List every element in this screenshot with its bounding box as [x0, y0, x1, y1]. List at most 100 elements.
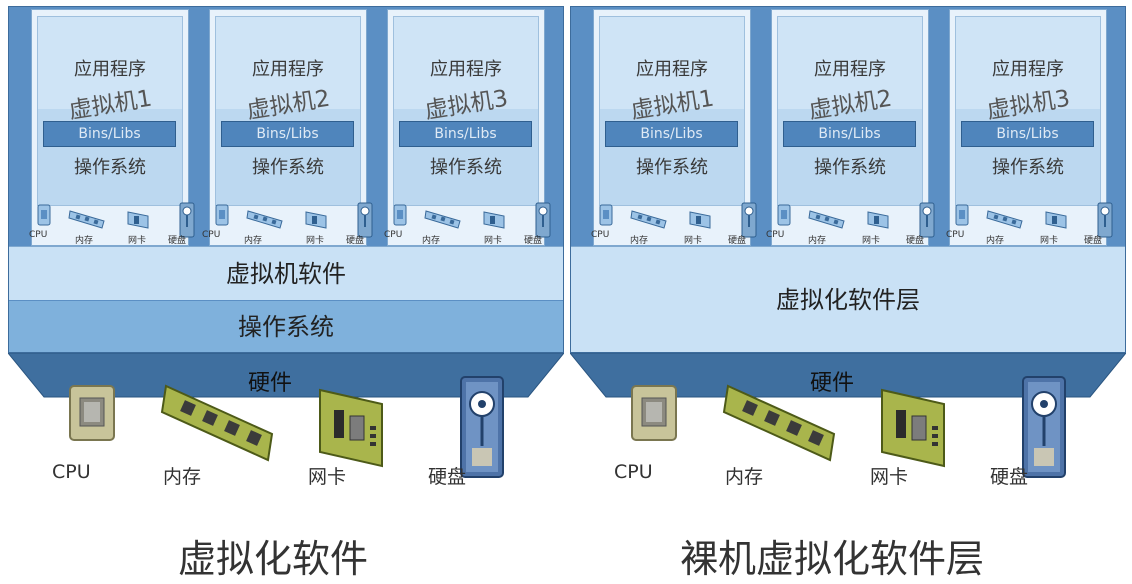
app-label: 应用程序 [636, 59, 708, 80]
left-vm-3: 应用程序 虚拟机3 Bins/Libs 操作系统 CPU 内存 网卡 硬盘 [384, 9, 551, 246]
hard-disk-icon [460, 376, 504, 478]
virtual-hardware: CPU 内存 网卡 硬盘 [591, 202, 757, 246]
guest-os-label: 操作系统 [252, 157, 324, 178]
virtual-hardware: CPU 内存 网卡 硬盘 [766, 202, 935, 246]
cpu-label: CPU [766, 230, 785, 240]
cpu-icon [599, 204, 613, 226]
cpu-chip-icon [631, 385, 677, 441]
memory-icon [630, 210, 667, 229]
bins-libs: Bins/Libs [221, 121, 354, 147]
nic-icon [689, 211, 711, 229]
right-vm-1: 应用程序 虚拟机1 Bins/Libs 操作系统 CPU 内存 网卡 硬盘 [591, 9, 757, 246]
nic-label: 网卡 [128, 236, 147, 246]
host-os-layer: 操作系统 [9, 300, 563, 352]
memory-icon [986, 210, 1023, 229]
right-hardware-label: 硬件 [810, 371, 855, 396]
disk-label: 硬盘 [990, 466, 1029, 488]
nic-label: 网卡 [862, 236, 881, 246]
disk-icon [741, 202, 757, 238]
memory-module-icon [160, 384, 274, 462]
memory-label: 内存 [163, 466, 202, 488]
guest-os-label: 操作系统 [814, 157, 886, 178]
memory-label: 内存 [725, 466, 764, 488]
disk-label: 硬盘 [524, 236, 543, 246]
disk-label: 硬盘 [428, 466, 467, 488]
cpu-label: CPU [614, 461, 653, 483]
bins-libs: Bins/Libs [399, 121, 532, 147]
nic-label: 网卡 [306, 236, 325, 246]
memory-icon [246, 210, 283, 229]
memory-icon [808, 210, 845, 229]
cpu-chip-icon [69, 385, 115, 441]
app-label: 应用程序 [430, 59, 502, 80]
memory-module-icon [722, 384, 836, 462]
disk-label: 硬盘 [906, 236, 925, 246]
cpu-icon [777, 204, 791, 226]
disk-icon [179, 202, 195, 238]
virtualization-layer: 虚拟化软件层 [571, 246, 1125, 352]
hard-disk-icon [1022, 376, 1066, 478]
cpu-icon [37, 204, 51, 226]
nic-label: 网卡 [484, 236, 503, 246]
network-card-icon [319, 388, 383, 468]
cpu-label: CPU [29, 230, 48, 240]
memory-label: 内存 [75, 236, 94, 246]
cpu-label: CPU [946, 230, 965, 240]
memory-label: 内存 [244, 236, 263, 246]
app-label: 应用程序 [814, 59, 886, 80]
left-vm-2: 应用程序 虚拟机2 Bins/Libs 操作系统 CPU 内存 网卡 硬盘 [202, 9, 373, 246]
disk-label: 硬盘 [728, 236, 747, 246]
nic-label: 网卡 [1040, 236, 1059, 246]
memory-label: 内存 [422, 236, 441, 246]
cpu-label: CPU [591, 230, 610, 240]
guest-os-label: 操作系统 [430, 157, 502, 178]
virtual-hardware: CPU 内存 网卡 硬盘 [946, 202, 1113, 246]
memory-label: 内存 [808, 236, 827, 246]
memory-label: 内存 [630, 236, 649, 246]
app-label: 应用程序 [74, 59, 146, 80]
right-hardware-trapezoid [570, 353, 1126, 398]
network-card-icon [881, 388, 945, 468]
nic-label: 网卡 [308, 466, 347, 488]
cpu-icon [393, 204, 407, 226]
nic-icon [867, 211, 889, 229]
right-vm-panel: 应用程序 虚拟机1 Bins/Libs 操作系统 CPU 内存 网卡 硬盘 应用… [570, 6, 1126, 353]
disk-label: 硬盘 [346, 236, 365, 246]
app-label: 应用程序 [252, 59, 324, 80]
right-vm-3: 应用程序 虚拟机3 Bins/Libs 操作系统 CPU 内存 网卡 硬盘 [946, 9, 1113, 246]
nic-icon [483, 211, 505, 229]
nic-label: 网卡 [870, 466, 909, 488]
disk-label: 硬盘 [1084, 236, 1103, 246]
right-caption: 裸机虚拟化软件层 [680, 537, 985, 581]
disk-label: 硬盘 [168, 236, 187, 246]
nic-label: 网卡 [684, 236, 703, 246]
bins-libs: Bins/Libs [605, 121, 738, 147]
disk-icon [919, 202, 935, 238]
bins-libs: Bins/Libs [783, 121, 916, 147]
disk-icon [357, 202, 373, 238]
cpu-label: CPU [384, 230, 403, 240]
cpu-label: CPU [52, 461, 91, 483]
right-vm-2: 应用程序 虚拟机2 Bins/Libs 操作系统 CPU 内存 网卡 硬盘 [766, 9, 935, 246]
guest-os-label: 操作系统 [74, 157, 146, 178]
left-hardware-trapezoid [8, 353, 564, 398]
virtual-hardware: CPU 内存 网卡 硬盘 [202, 202, 373, 246]
left-vm-1: 应用程序 虚拟机1 Bins/Libs 操作系统 CPU 内存 网卡 硬盘 [29, 9, 195, 246]
memory-label: 内存 [986, 236, 1005, 246]
guest-os-label: 操作系统 [636, 157, 708, 178]
bins-libs: Bins/Libs [961, 121, 1094, 147]
nic-icon [1045, 211, 1067, 229]
disk-icon [1097, 202, 1113, 238]
virtual-hardware: CPU 内存 网卡 硬盘 [29, 202, 195, 246]
left-vm-panel: 应用程序 虚拟机1 Bins/Libs 操作系统 CPU 内存 网卡 硬盘 应用… [8, 6, 564, 353]
guest-os-label: 操作系统 [992, 157, 1064, 178]
nic-icon [305, 211, 327, 229]
bins-libs: Bins/Libs [43, 121, 176, 147]
memory-icon [424, 210, 461, 229]
left-caption: 虚拟化软件 [178, 537, 369, 581]
nic-icon [127, 211, 149, 229]
vm-software-layer: 虚拟机软件 [9, 246, 563, 300]
cpu-icon [215, 204, 229, 226]
memory-icon [68, 210, 105, 229]
cpu-label: CPU [202, 230, 221, 240]
